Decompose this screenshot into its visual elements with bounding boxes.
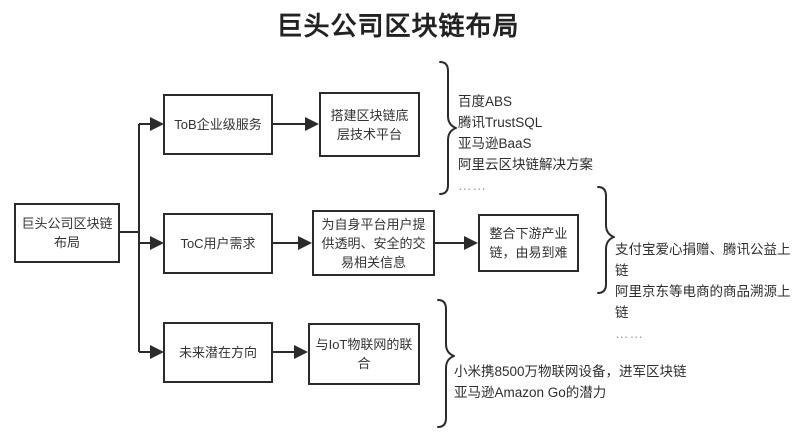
brace-toc-icon [597, 186, 615, 294]
node-tob-category-label: ToB企业级服务 [174, 117, 262, 132]
annotation-tob: 百度ABS 腾讯TrustSQL 亚马逊BaaS 阿里云区块链解决方案 …… [458, 70, 658, 196]
arrowhead-icon [150, 236, 164, 250]
annotation-future: 小米携8500万物联网设备，进军区块链 亚马逊Amazon Go的潜力 [454, 340, 744, 403]
arrowhead-icon [305, 117, 319, 131]
future-to-iot-arrow [273, 345, 308, 359]
tob-to-platform-arrow [273, 117, 319, 131]
node-toc-outcome[interactable]: 整合下游产业链，由易到难 [478, 214, 579, 272]
node-future-category[interactable]: 未来潜在方向 [163, 322, 273, 383]
annotation-toc: 支付宝爱心捐赠、腾讯公益上链 阿里京东等电商的商品溯源上链 …… [615, 218, 795, 344]
node-future-action-label: 与IoT物联网的联合 [315, 337, 413, 371]
annotation-toc-text: 支付宝爱心捐赠、腾讯公益上链 阿里京东等电商的商品溯源上链 [615, 242, 791, 320]
arrowhead-icon [150, 345, 164, 359]
node-toc-outcome-label: 整合下游产业链，由易到难 [489, 226, 568, 260]
info-to-chain-arrow [435, 236, 478, 250]
node-future-action[interactable]: 与IoT物联网的联合 [308, 323, 420, 385]
toc-to-info-arrow [273, 236, 312, 250]
annotation-toc-ellipsis: …… [615, 326, 644, 341]
node-future-category-label: 未来潜在方向 [178, 345, 257, 360]
node-toc-category-label: ToC用户需求 [180, 236, 256, 251]
annotation-tob-text: 百度ABS 腾讯TrustSQL 亚马逊BaaS 阿里云区块链解决方案 [458, 94, 593, 172]
arrowhead-icon [298, 236, 312, 250]
node-tob-action-label: 搭建区块链底层技术平台 [330, 107, 409, 142]
annotation-tob-ellipsis: …… [458, 178, 487, 193]
page-title: 巨头公司区块链布局 [276, 11, 520, 41]
trunk-to-future-arrow [139, 345, 164, 359]
node-toc-category[interactable]: ToC用户需求 [163, 213, 273, 274]
node-toc-action[interactable]: 为自身平台用户提供透明、安全的交易相关信息 [312, 210, 435, 276]
trunk-to-tob-arrow [139, 117, 164, 131]
arrowhead-icon [464, 236, 478, 250]
arrowhead-icon [294, 345, 308, 359]
annotation-future-text: 小米携8500万物联网设备，进军区块链 亚马逊Amazon Go的潜力 [454, 364, 687, 400]
root-to-trunk-connector [120, 124, 140, 352]
brace-future-icon [437, 299, 455, 428]
node-root-label: 巨头公司区块链布局 [21, 216, 113, 250]
node-toc-action-label: 为自身平台用户提供透明、安全的交易相关信息 [321, 216, 426, 270]
node-tob-category[interactable]: ToB企业级服务 [163, 94, 273, 155]
trunk-to-toc-arrow [139, 236, 164, 250]
brace-tob-icon [439, 61, 457, 195]
arrowhead-icon [150, 117, 164, 131]
node-root[interactable]: 巨头公司区块链布局 [14, 203, 120, 263]
node-tob-action[interactable]: 搭建区块链底层技术平台 [319, 92, 420, 157]
